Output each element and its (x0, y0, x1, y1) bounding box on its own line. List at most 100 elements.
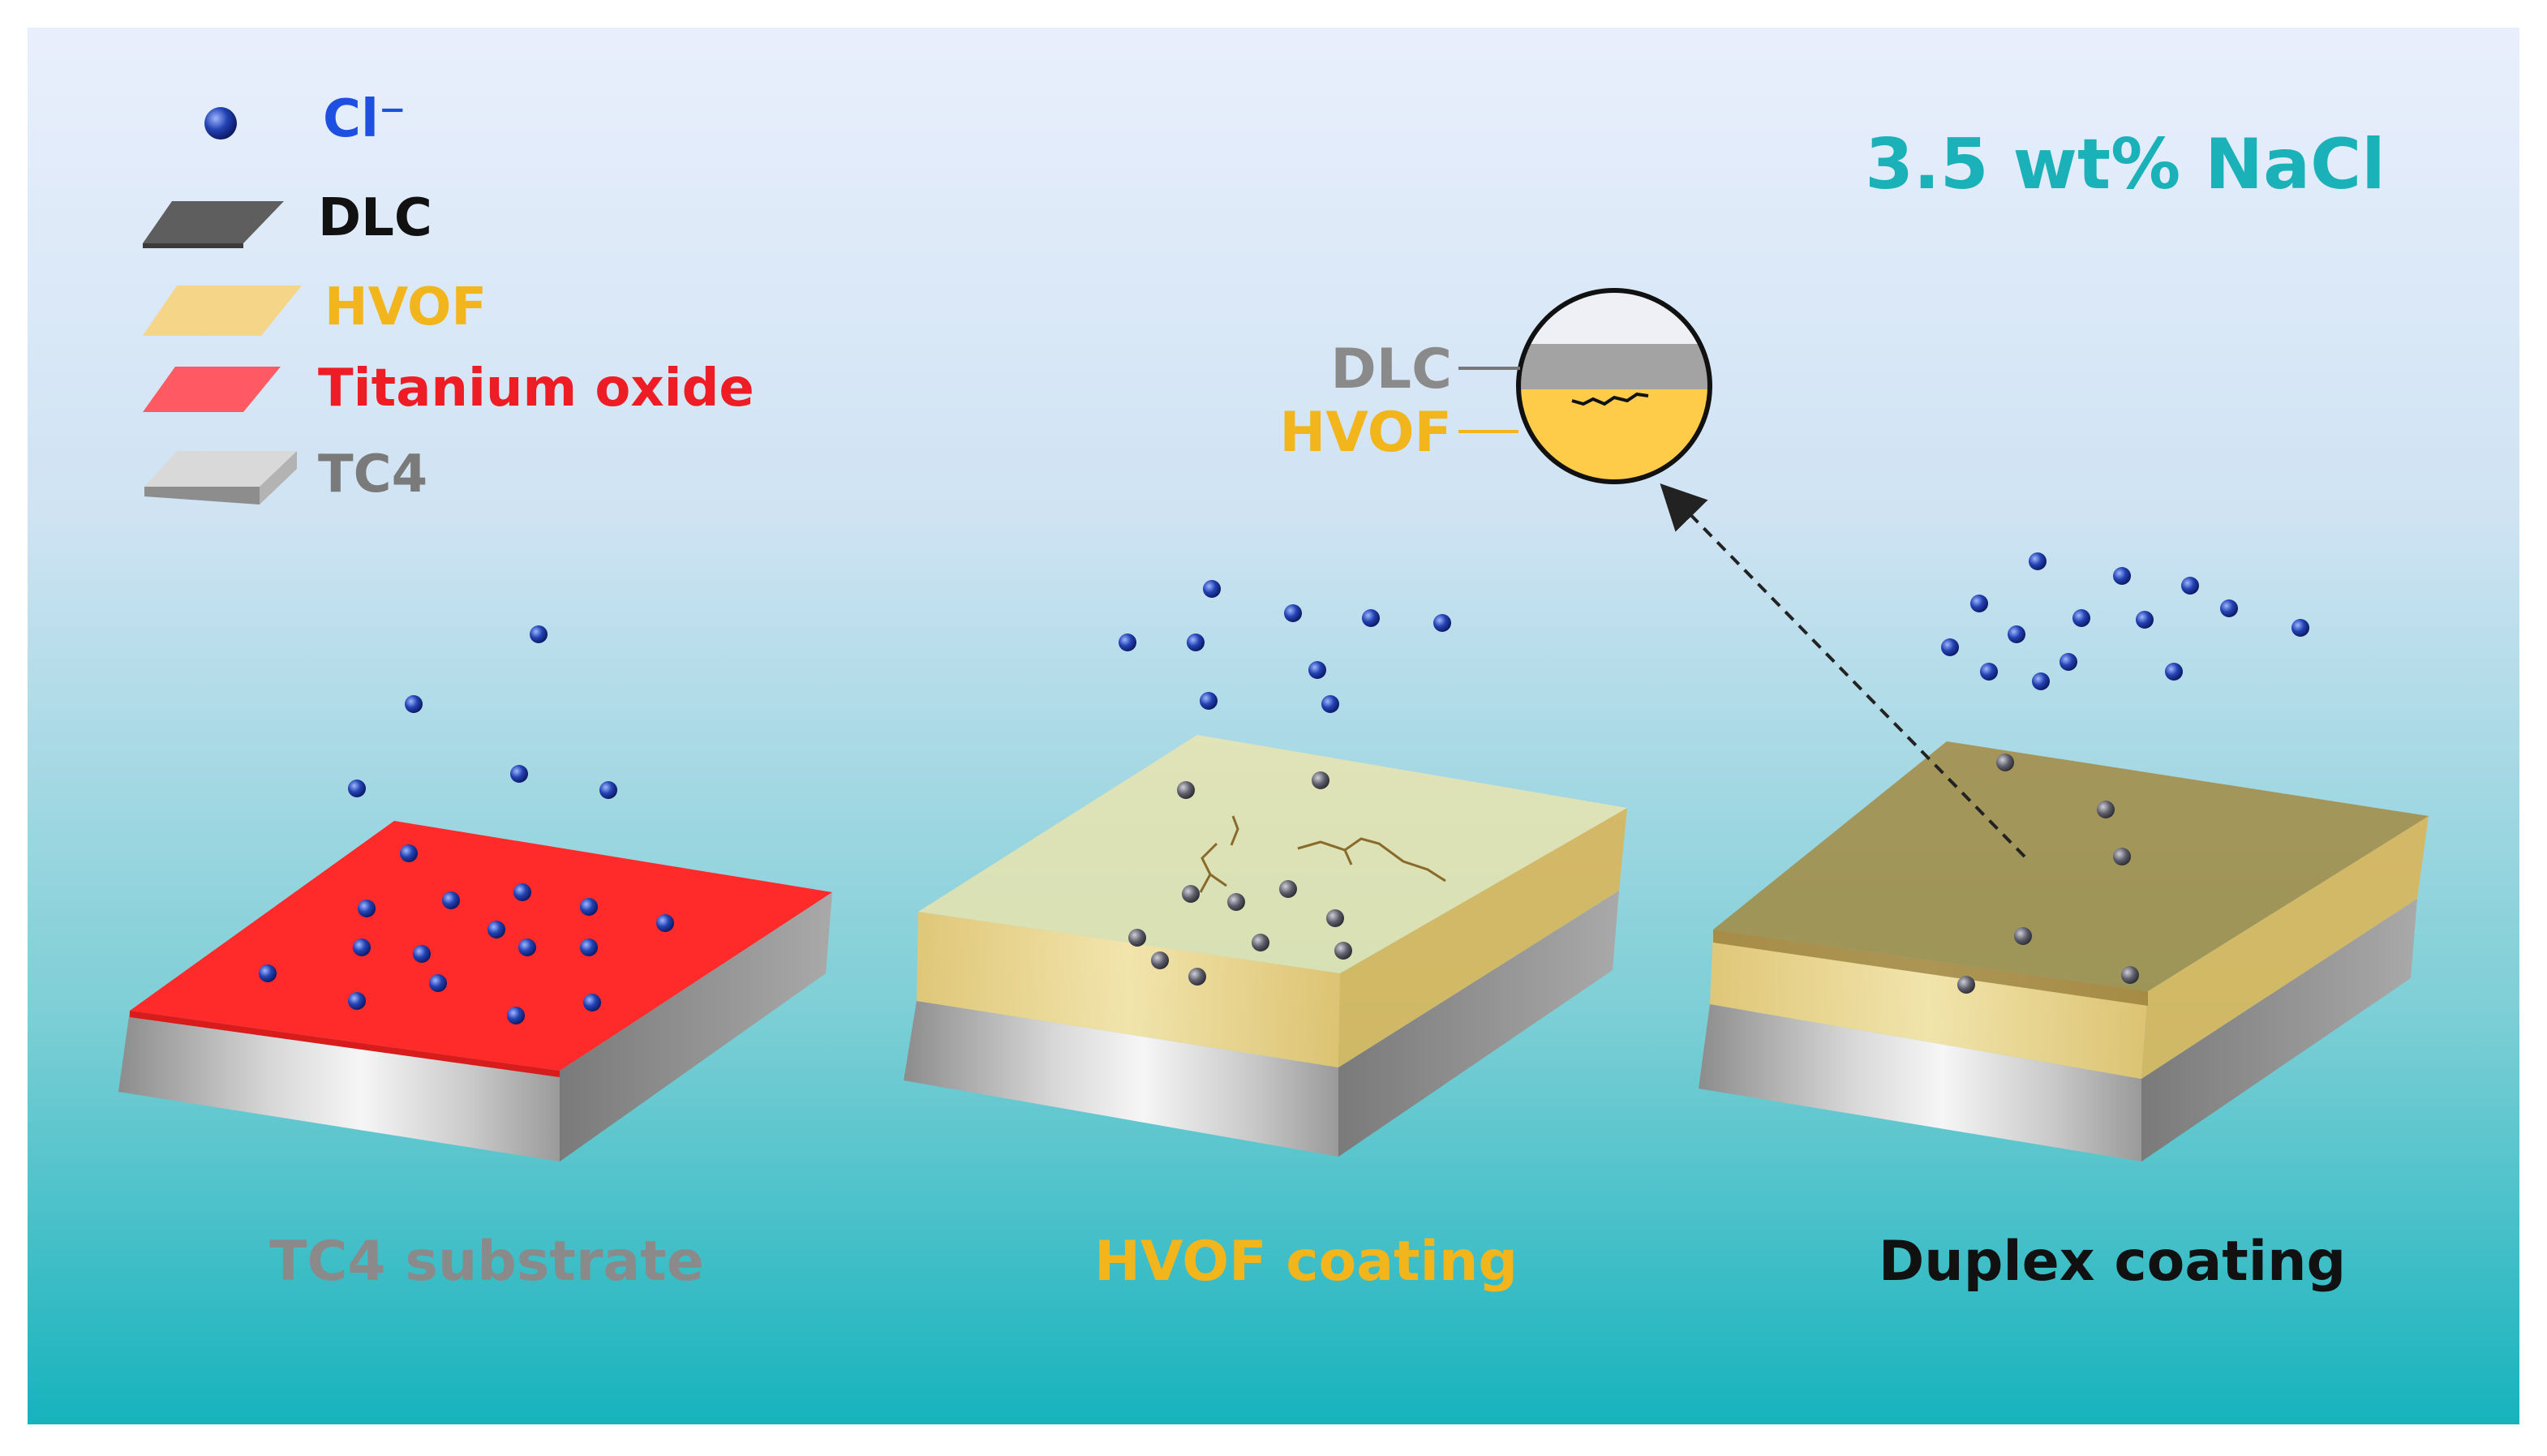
cl-ion (583, 994, 601, 1011)
tc4-cl-ions (259, 625, 674, 1024)
hvof-substrate-front (904, 1001, 1338, 1157)
cl-ion (510, 765, 528, 783)
cl-ion (2072, 609, 2090, 627)
legend-tc4-swatch-side (260, 451, 297, 505)
panel-duplex-coating: Duplex coating (1699, 552, 2429, 1294)
cl-ion (1151, 951, 1169, 969)
cl-ion (507, 1007, 525, 1024)
cl-ion (2181, 577, 2199, 595)
legend-cl-ion-icon (204, 107, 237, 140)
legend-dlc-swatch (143, 201, 284, 243)
cl-ion (400, 844, 418, 862)
cl-ion (518, 938, 536, 956)
cl-ion (1200, 692, 1218, 710)
cl-ion (2113, 848, 2131, 865)
cl-ion (1996, 754, 2014, 771)
cl-ion (348, 992, 366, 1010)
cl-ion (2136, 611, 2154, 629)
cl-ion (580, 898, 598, 916)
hvof-caption: HVOF coating (1094, 1230, 1518, 1294)
cl-ion (1284, 604, 1302, 622)
inset-hvof-label: HVOF (1279, 401, 1452, 465)
inset-crack (1571, 392, 1649, 406)
duplex-caption: Duplex coating (1879, 1230, 2346, 1294)
cl-ion (1188, 968, 1206, 986)
duplex-cl-ions (1941, 552, 2309, 994)
background (28, 28, 2519, 1424)
cl-ion (429, 974, 447, 992)
cl-ion (2014, 927, 2032, 945)
cl-ion (1182, 885, 1200, 903)
hvof-cl-ions (1119, 580, 1451, 986)
legend-cl-label: Cl⁻ (323, 89, 406, 149)
cl-ion (2032, 672, 2050, 690)
hvof-substrate-side (1338, 891, 1619, 1157)
legend-titanium-oxide-label: Titanium oxide (318, 359, 754, 419)
legend-hvof-swatch (143, 286, 302, 336)
cl-ion (1326, 909, 1344, 927)
titanium-oxide-layer-edge (130, 1011, 560, 1077)
tc4-block-side (560, 892, 832, 1162)
cl-ion (656, 914, 674, 932)
duplex-dlc-front (1713, 930, 2148, 1006)
inset-ring (1516, 288, 1712, 484)
inset-dlc-band (1518, 344, 1710, 389)
cl-ion (1941, 638, 1959, 656)
duplex-substrate-side (2141, 899, 2417, 1162)
panel-hvof-coating: HVOF coating (904, 580, 1627, 1294)
environment-label: 3.5 wt% NaCl (1865, 124, 2386, 205)
cl-ion (1279, 880, 1297, 898)
hvof-layer-front (917, 912, 1340, 1067)
cl-ion (580, 938, 598, 956)
duplex-hvof-side (2141, 816, 2429, 1079)
duplex-substrate-front (1699, 1004, 2141, 1162)
tc4-block-front (118, 1011, 560, 1162)
cl-ion (442, 891, 460, 909)
cl-ion (1312, 771, 1329, 789)
cl-ion (1177, 781, 1195, 799)
titanium-oxide-layer (130, 821, 832, 1071)
cl-ion (487, 921, 505, 938)
cl-ion (2097, 801, 2115, 818)
cl-ion (2008, 625, 2025, 643)
cl-ion (1970, 595, 1988, 612)
cl-ion (2029, 552, 2047, 570)
cl-ion (2121, 966, 2139, 984)
tc4-caption: TC4 substrate (269, 1230, 704, 1294)
cl-ion (1362, 609, 1380, 627)
cl-ion (413, 945, 431, 963)
cl-ion (599, 781, 617, 799)
cl-ion (1957, 976, 1975, 994)
cl-ion (1203, 580, 1221, 598)
legend-dlc-label: DLC (318, 188, 432, 248)
cl-ion (2220, 599, 2238, 617)
duplex-hvof-front (1710, 930, 2148, 1079)
legend-tc4-swatch-top (144, 451, 297, 487)
legend-hvof-label: HVOF (324, 277, 487, 337)
cl-ion (1321, 695, 1339, 713)
cl-ion (1334, 942, 1352, 960)
cl-ion (1433, 614, 1451, 632)
legend-titanium-oxide-swatch (143, 367, 281, 412)
cl-ion (353, 938, 371, 956)
cl-ion (405, 695, 423, 713)
magnify-arrow (1660, 483, 2026, 858)
panel-tc4-substrate: TC4 substrate (118, 625, 832, 1294)
cl-ion (513, 883, 531, 901)
cl-ion (358, 900, 376, 917)
hvof-cracks (1199, 815, 1446, 893)
cl-ion (348, 780, 366, 797)
cl-ion (2291, 619, 2309, 637)
cl-ion (2165, 663, 2183, 681)
legend-tc4-swatch-front (144, 487, 260, 505)
cl-ion (1119, 634, 1136, 651)
cl-ion (530, 625, 548, 643)
cl-ion (1187, 634, 1205, 651)
cl-ion (1227, 893, 1245, 911)
hvof-layer-side (1338, 808, 1627, 1067)
inset-dlc-label: DLC (1330, 337, 1452, 402)
cl-ion (1252, 934, 1269, 951)
cl-ion (1128, 929, 1146, 947)
legend-tc4-label: TC4 (318, 445, 427, 505)
